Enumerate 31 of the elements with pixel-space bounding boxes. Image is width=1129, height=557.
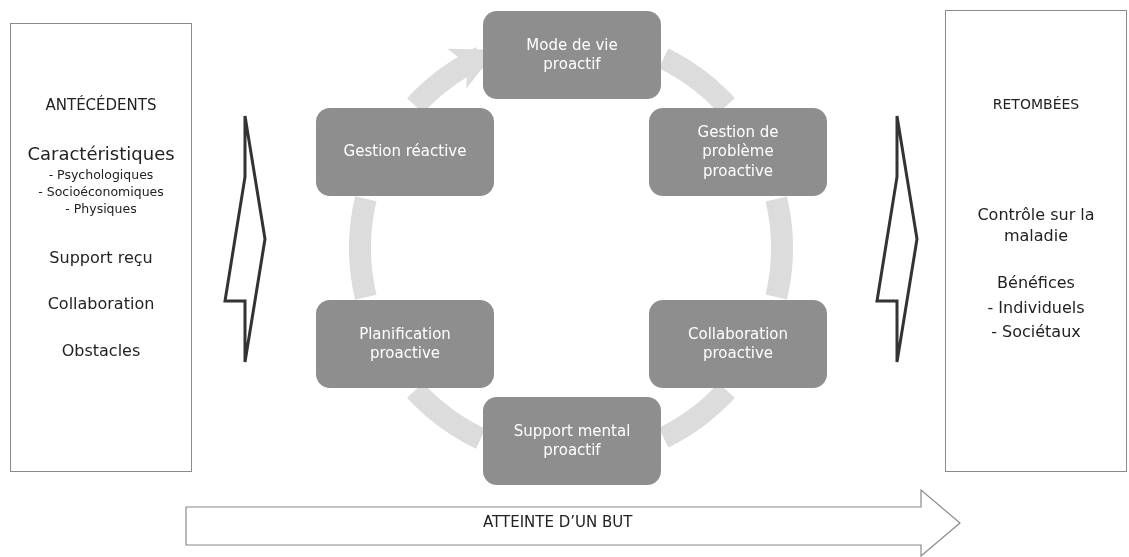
block-arrow: [185, 489, 961, 557]
block-arrow: [875, 114, 919, 364]
step-box: [316, 300, 494, 388]
step-label: Collaboration proactive: [687, 324, 789, 364]
step-label: Gestion réactive: [343, 142, 467, 162]
list-item: - Individuels: [986, 297, 1086, 319]
text-panel: [945, 10, 1127, 472]
step-box: [483, 397, 661, 485]
block-arrow: [223, 114, 267, 364]
item-heading: Caractéristiques: [26, 141, 176, 165]
panel-heading: RETOMBÉES: [991, 95, 1081, 114]
list-item: - Socioéconomiques: [37, 184, 165, 201]
list-item: Obstacles: [60, 341, 142, 363]
list-item: Support reçu: [48, 247, 154, 269]
step-box: [649, 300, 827, 388]
text-panel: [10, 23, 192, 472]
list-item: - Psychologiques: [47, 166, 155, 184]
list-item: - Sociétaux: [990, 322, 1082, 344]
item-heading: Bénéfices: [996, 272, 1076, 294]
list-item: Collaboration: [46, 294, 156, 316]
step-label: Gestion de problème proactive: [696, 122, 780, 182]
step-box: [649, 108, 827, 196]
list-item: Contrôle sur la maladie: [976, 205, 1096, 247]
step-box: [483, 11, 661, 99]
list-item: - Physiques: [64, 201, 138, 218]
arrow-label: ATTEINTE D’UN BUT: [483, 513, 633, 531]
step-label: Mode de vie proactif: [525, 35, 619, 75]
step-label: Planification proactive: [358, 324, 452, 364]
step-box: [316, 108, 494, 196]
panel-heading: ANTÉCÉDENTS: [44, 96, 158, 116]
step-label: Support mental proactif: [512, 421, 632, 461]
